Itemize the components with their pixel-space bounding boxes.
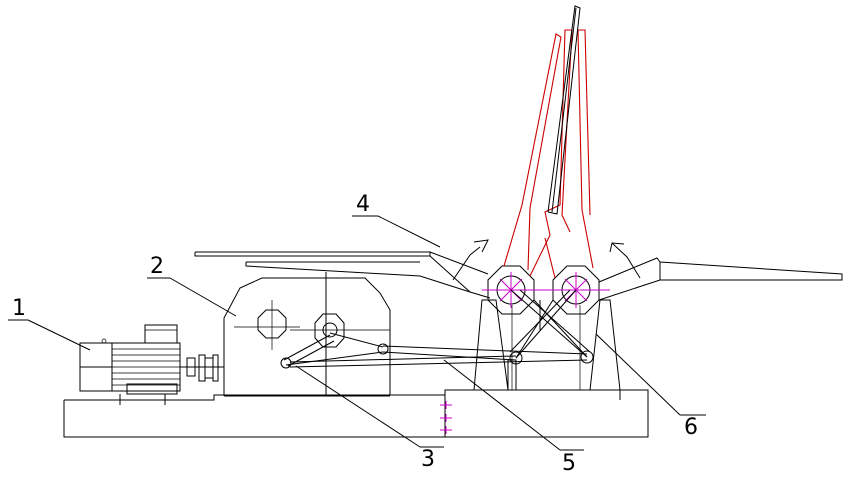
callout-3: 3 bbox=[295, 365, 444, 472]
callout-6: 6 bbox=[595, 333, 706, 440]
left-folding-wing bbox=[429, 251, 489, 293]
shaft-coupling bbox=[180, 354, 224, 382]
feed-table bbox=[194, 251, 491, 299]
electric-motor bbox=[79, 324, 181, 405]
cross-links bbox=[509, 289, 591, 359]
anchor-bolt-marks bbox=[440, 401, 452, 434]
callout-5: 5 bbox=[443, 359, 584, 476]
fold-arrows bbox=[452, 239, 641, 281]
callout-label-2: 2 bbox=[150, 254, 164, 279]
callout-4: 4 bbox=[352, 192, 441, 248]
base-plate bbox=[63, 389, 649, 438]
upright-blade bbox=[547, 5, 581, 215]
callout-label-1: 1 bbox=[12, 296, 26, 321]
bending-rollers bbox=[482, 265, 610, 315]
right-folding-wing bbox=[598, 257, 843, 301]
callout-1: 1 bbox=[8, 296, 91, 351]
callout-label-4: 4 bbox=[356, 192, 370, 217]
callout-label-3: 3 bbox=[421, 447, 435, 472]
connecting-rods bbox=[280, 332, 594, 369]
raised-position-outline bbox=[503, 29, 594, 279]
callout-label-6: 6 bbox=[684, 415, 698, 440]
gearbox bbox=[223, 272, 391, 397]
callout-2: 2 bbox=[147, 254, 237, 317]
callout-label-5: 5 bbox=[562, 451, 576, 476]
